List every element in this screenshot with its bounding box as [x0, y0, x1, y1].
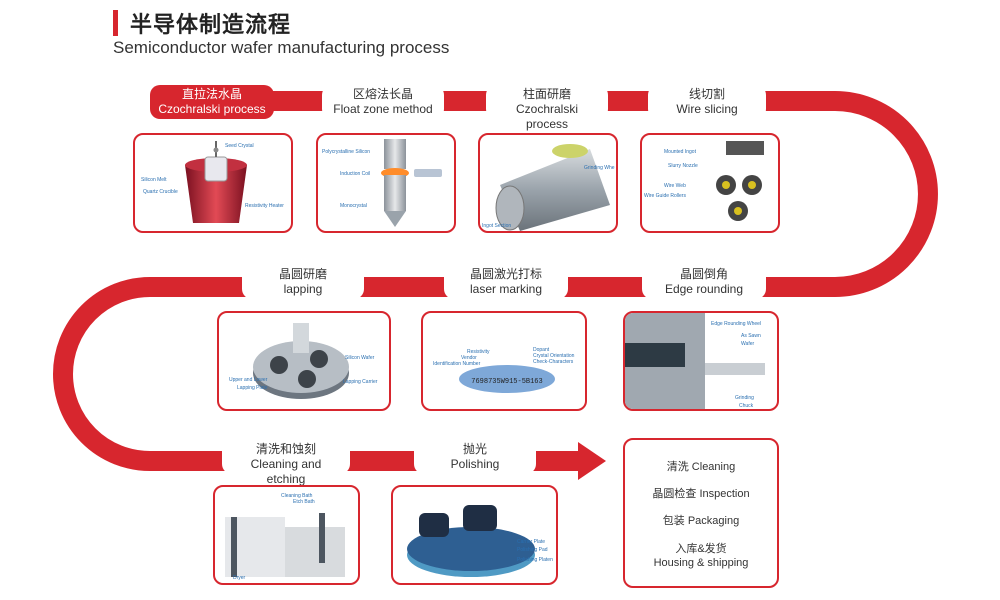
- wire-slicing-illustration: Mounted Ingot Slurry Nozzle Wire Web Wir…: [640, 133, 780, 233]
- svg-text:Lapping Plate: Lapping Plate: [237, 385, 268, 391]
- svg-text:Dopant: Dopant: [533, 347, 550, 353]
- final-shipping-en: Housing & shipping: [653, 557, 749, 569]
- title-accent-bar: [113, 10, 118, 36]
- svg-text:Monocrystal: Monocrystal: [340, 203, 367, 209]
- svg-text:Seed Crystal: Seed Crystal: [225, 143, 254, 149]
- svg-text:Grinding Whe: Grinding Whe: [584, 165, 615, 171]
- svg-text:Etch Bath: Etch Bath: [293, 499, 315, 505]
- svg-text:Induction Coil: Induction Coil: [340, 171, 370, 177]
- svg-text:Dryer: Dryer: [233, 575, 246, 581]
- svg-text:Grinding: Grinding: [735, 395, 754, 401]
- svg-text:Resistivity Heater: Resistivity Heater: [245, 203, 284, 209]
- svg-text:Lapping Carrier: Lapping Carrier: [343, 379, 378, 385]
- svg-text:Wire Guide Rollers: Wire Guide Rollers: [644, 193, 686, 199]
- svg-text:Upper and Lower: Upper and Lower: [229, 377, 268, 383]
- flow-arrowhead: [578, 442, 606, 480]
- svg-text:Ingot Section: Ingot Section: [482, 223, 511, 229]
- svg-text:Resistivity: Resistivity: [467, 349, 490, 355]
- cleaning-illustration: Cleaning Bath Etch Bath Dryer: [213, 485, 360, 585]
- laser-marking-illustration: Resistivity Vendor Identification Number…: [421, 311, 587, 411]
- svg-text:Silicon Wafer: Silicon Wafer: [345, 355, 375, 361]
- page-subtitle: Semiconductor wafer manufacturing proces…: [113, 38, 450, 57]
- svg-text:Polishing Platen: Polishing Platen: [517, 557, 553, 563]
- final-shipping-cn: 入库&发货: [675, 543, 727, 555]
- svg-text:Polycrystalline Silicon: Polycrystalline Silicon: [322, 149, 370, 155]
- svg-text:Wafer: Wafer: [741, 341, 754, 347]
- float-zone-illustration: Polycrystalline Silicon Induction Coil M…: [316, 133, 456, 233]
- svg-text:Wire Web: Wire Web: [664, 183, 686, 189]
- final-packaging: 包装 Packaging: [662, 515, 740, 527]
- svg-text:Chuck: Chuck: [739, 403, 754, 409]
- polishing-illustration: Carrier Plate Polishing Pad Polishing Pl…: [391, 485, 558, 585]
- svg-text:Edge Rounding Wheel: Edge Rounding Wheel: [711, 321, 761, 327]
- svg-text:As Sawn: As Sawn: [741, 333, 761, 339]
- svg-text:Quartz Crucible: Quartz Crucible: [143, 189, 178, 195]
- page-title: 半导体制造流程: [130, 12, 292, 37]
- svg-text:Polishing Pad: Polishing Pad: [517, 547, 548, 553]
- svg-text:Carrier Plate: Carrier Plate: [517, 539, 545, 545]
- cylindrical-grinding-illustration: Grinding Whe Ingot Section: [478, 133, 618, 233]
- final-inspection: 晶圆检查 Inspection: [652, 488, 750, 500]
- czochralski-illustration: Seed Crystal Silicon Melt Quartz Crucibl…: [133, 133, 293, 233]
- final-steps-box: 清洗 Cleaning 晶圆检查 Inspection 包装 Packaging…: [623, 438, 779, 588]
- svg-text:Mounted Ingot: Mounted Ingot: [664, 149, 697, 155]
- svg-text:Cleaning Bath: Cleaning Bath: [281, 493, 313, 499]
- svg-text:Slurry Nozzle: Slurry Nozzle: [668, 163, 698, 169]
- lapping-illustration: Silicon Wafer Upper and Lower Lapping Pl…: [217, 311, 391, 411]
- svg-text:Identification Number: Identification Number: [433, 361, 481, 367]
- svg-text:Crystal Orientation: Crystal Orientation: [533, 353, 575, 359]
- svg-text:Silicon Melt: Silicon Melt: [141, 177, 167, 183]
- edge-rounding-illustration: Edge Rounding Wheel As Sawn Wafer Grindi…: [623, 311, 779, 411]
- svg-text:Check-Characters: Check-Characters: [533, 359, 574, 365]
- svg-text:7698735W915-5B163: 7698735W915-5B163: [471, 378, 542, 386]
- final-cleaning: 清洗 Cleaning: [666, 461, 736, 473]
- svg-text:Vendor: Vendor: [461, 355, 477, 361]
